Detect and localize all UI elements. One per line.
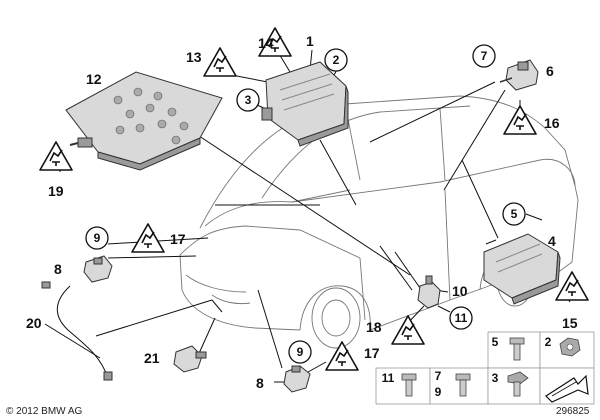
rollover-sensor-module[interactable] [483,233,561,305]
callout-9-top: 9 [85,226,109,250]
label-15: 15 [562,315,578,331]
label-13: 13 [186,49,202,65]
side-sensor-rear[interactable] [499,59,539,91]
label-4: 4 [548,233,556,249]
callout-7-label: 7 [481,49,488,63]
diagram-number: 296825 [556,406,590,417]
label-20: 20 [26,315,42,331]
label-12: 12 [86,71,102,87]
label-1: 1 [306,33,314,49]
airbag-control-unit[interactable] [261,61,349,147]
label-6: 6 [546,63,554,79]
callout-9-bottom: 9 [288,340,312,364]
label-18: 18 [366,319,382,335]
door-sensor-right[interactable] [417,275,441,309]
table-cell-11: 11 [382,371,395,385]
label-16: 16 [544,115,560,131]
front-sensor-lower[interactable] [283,365,311,393]
callout-9-label: 9 [297,345,304,359]
label-8-top: 8 [54,261,62,277]
label-14: 14 [258,35,274,51]
callout-3-label: 3 [245,93,252,107]
crash-sensor-mat[interactable] [65,71,223,171]
airbag-warning-triangle-icon [503,105,537,135]
label-19: 19 [48,183,64,199]
screw-icon [401,373,417,397]
airbag-warning-triangle-icon [203,47,237,77]
table-cell-5: 5 [492,335,499,349]
label-17-bottom: 17 [364,345,380,361]
callout-2-label: 2 [333,53,340,67]
callout-11: 11 [449,306,473,330]
car-outline [179,95,579,349]
callout-3: 3 [236,88,260,112]
hardware-table: 5 2 11 7 9 3 [375,331,595,405]
hex-bolt-icon [507,371,529,397]
sensor-cable[interactable] [41,281,113,381]
callout-5: 5 [502,202,526,226]
bolt-icon [455,373,471,397]
nut-icon [559,337,581,357]
airbag-warning-triangle-icon [131,223,165,253]
airbag-warning-triangle-icon [325,341,359,371]
label-21: 21 [144,350,160,366]
label-10: 10 [452,283,468,299]
label-17-top: 17 [170,231,186,247]
callout-11-label: 11 [455,311,468,325]
bolt-icon [509,337,525,361]
table-cell-7: 7 [435,369,442,383]
table-cell-3: 3 [492,371,499,385]
copyright-text: © 2012 BMW AG [6,406,83,417]
callout-2: 2 [324,48,348,72]
direction-arrow-icon [545,374,589,403]
callout-9-label: 9 [94,231,101,245]
airbag-warning-triangle-icon [555,271,589,301]
callout-7: 7 [472,44,496,68]
callout-5-label: 5 [511,207,518,221]
label-8-bottom: 8 [256,375,264,391]
upfront-sensor[interactable] [173,345,207,373]
airbag-warning-triangle-icon [39,141,73,171]
front-sensor-left[interactable] [83,255,113,283]
table-cell-2: 2 [545,335,552,349]
table-cell-9: 9 [435,385,442,399]
